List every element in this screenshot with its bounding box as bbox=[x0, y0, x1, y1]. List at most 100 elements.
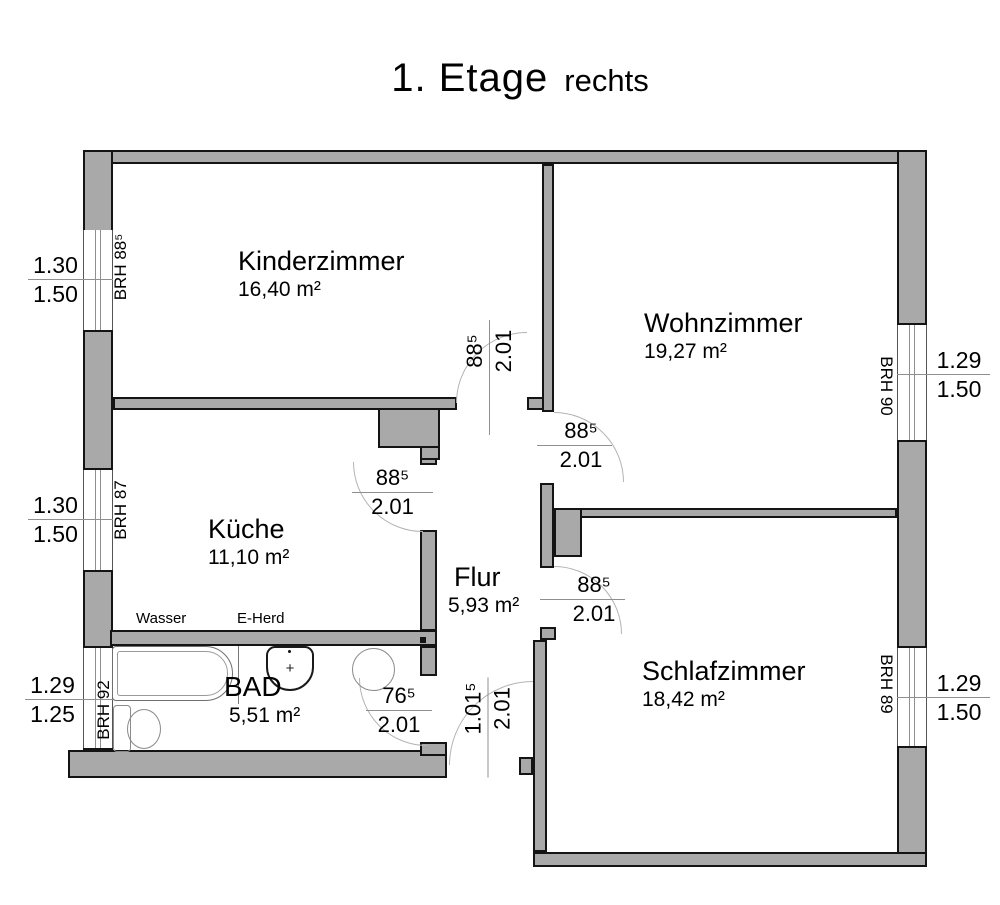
wall-flur-right-seg bbox=[540, 483, 554, 568]
wall-right-c bbox=[897, 746, 927, 867]
room-area: 5,51 m² bbox=[229, 704, 301, 727]
dim-line bbox=[489, 320, 490, 435]
window-pane-line bbox=[909, 325, 911, 440]
window-dim-wohnzimmer: 1.29 1.50 bbox=[897, 348, 990, 401]
room-area: 18,42 m² bbox=[642, 688, 725, 711]
wall-schlaf-tab bbox=[540, 627, 556, 640]
window-pane-line bbox=[99, 470, 101, 570]
room-name: Kinderzimmer bbox=[238, 246, 405, 276]
sink: + bbox=[266, 646, 314, 691]
room-name: Flur bbox=[454, 562, 501, 592]
wall-kinder-wohn bbox=[542, 164, 554, 412]
window-kinderzimmer bbox=[83, 230, 113, 330]
window-pane-line bbox=[95, 648, 97, 748]
dim-line bbox=[897, 374, 990, 375]
window-dim-bad: 1.29 1.25 bbox=[25, 673, 113, 726]
dim-line bbox=[28, 519, 113, 520]
wall-bottom-schlafzimmer bbox=[533, 852, 927, 867]
window-pane-line bbox=[99, 648, 101, 748]
label-eherd: E-Herd bbox=[237, 610, 285, 627]
brh-label-schlafzimmer: BRH 89 bbox=[877, 654, 896, 714]
dim-width: 1.29 bbox=[30, 672, 75, 698]
room-area: 5,93 m² bbox=[448, 594, 520, 617]
room-label-bad: BAD 5,51 m² bbox=[224, 672, 300, 728]
dim-height: 2.01 bbox=[377, 712, 421, 737]
dim-width: 88⁵ bbox=[577, 572, 611, 597]
wall-detail-dot bbox=[420, 637, 426, 643]
dim-line bbox=[897, 697, 990, 698]
bathtub bbox=[112, 646, 233, 701]
dim-width: 76⁵ bbox=[382, 683, 416, 708]
title-suffix: rechts bbox=[564, 63, 649, 98]
room-label-wohnzimmer: Wohnzimmer 19,27 m² bbox=[644, 308, 803, 364]
dim-line bbox=[352, 492, 433, 493]
wall-kueche-right-lower bbox=[420, 530, 437, 631]
dim-height: 2.01 bbox=[559, 447, 603, 472]
dim-line bbox=[25, 699, 113, 700]
brh-label-bad: BRH 92 bbox=[94, 680, 113, 740]
dim-line bbox=[28, 279, 113, 280]
dim-line bbox=[487, 677, 489, 778]
dim-line bbox=[537, 445, 612, 446]
door-dim-schlafzimmer: 88⁵ 2.01 bbox=[540, 573, 625, 626]
room-name: Wohnzimmer bbox=[644, 308, 803, 338]
wall-left-a bbox=[83, 150, 113, 232]
dim-width: 1.29 bbox=[936, 347, 982, 373]
bathtub-rim bbox=[117, 651, 228, 696]
room-label-kinderzimmer: Kinderzimmer 16,40 m² bbox=[238, 246, 405, 302]
wall-bad-right-upper bbox=[420, 646, 437, 676]
brh-label-wohnzimmer: BRH 90 bbox=[877, 356, 896, 416]
dim-width: 1.30 bbox=[33, 492, 78, 518]
room-area: 11,10 m² bbox=[208, 546, 290, 569]
wall-right-b bbox=[897, 440, 927, 648]
wall-bad-top bbox=[110, 630, 437, 646]
room-area: 16,40 m² bbox=[238, 278, 321, 301]
wall-chimney bbox=[378, 408, 440, 448]
dim-height: 2.01 bbox=[491, 329, 516, 373]
dim-width: 1.01⁵ bbox=[460, 682, 486, 735]
window-wohnzimmer bbox=[897, 325, 927, 440]
dim-line bbox=[540, 599, 625, 600]
door-dim-kueche: 88⁵ 2.01 bbox=[352, 466, 433, 519]
door-dim-eingang: 1.01⁵ 2.01 bbox=[460, 677, 515, 778]
wall-kueche-right-upper bbox=[420, 458, 437, 465]
window-pane-line bbox=[913, 325, 915, 440]
sink-drain-icon: + bbox=[285, 660, 295, 677]
dim-width: 88⁵ bbox=[375, 465, 410, 490]
label-wasser: Wasser bbox=[136, 610, 187, 627]
brh-label-kinderzimmer: BRH 88⁵ bbox=[111, 233, 130, 301]
window-dim-kinderzimmer: 1.30 1.50 bbox=[28, 253, 113, 306]
dim-height: 1.50 bbox=[936, 699, 982, 725]
room-label-schlafzimmer: Schlafzimmer 18,42 m² bbox=[642, 656, 806, 712]
dim-height: 1.50 bbox=[33, 281, 78, 307]
window-dim-schlafzimmer: 1.29 1.50 bbox=[897, 671, 990, 724]
room-label-flur: Flur 5,93 m² bbox=[448, 562, 519, 618]
door-dim-kinderzimmer: 88⁵ 2.01 bbox=[462, 320, 516, 435]
wall-bottom-bad bbox=[68, 750, 447, 778]
window-bad bbox=[83, 648, 113, 748]
wall-right-a bbox=[897, 150, 927, 325]
toilet-bowl bbox=[127, 709, 161, 749]
dim-height: 1.50 bbox=[936, 376, 982, 402]
room-name: BAD bbox=[224, 671, 282, 702]
dim-height: 2.01 bbox=[371, 494, 414, 519]
washing-machine bbox=[352, 648, 395, 691]
wall-left-b bbox=[83, 330, 113, 470]
dim-height: 2.01 bbox=[489, 687, 515, 730]
wall-step-block bbox=[554, 508, 582, 557]
room-name: Küche bbox=[208, 514, 285, 544]
bad-partition-line bbox=[238, 646, 239, 704]
dim-width: 1.30 bbox=[33, 252, 78, 278]
room-name: Schlafzimmer bbox=[642, 656, 806, 686]
brh-label-kueche: BRH 87 bbox=[111, 480, 130, 540]
wall-kinderzimmer-bottom bbox=[113, 397, 457, 410]
dim-width: 88⁵ bbox=[462, 334, 487, 368]
wall-top bbox=[83, 150, 927, 164]
dim-line bbox=[366, 710, 432, 711]
wall-schlaf-left bbox=[533, 640, 547, 852]
wall-wohn-schlaf bbox=[554, 508, 897, 518]
dim-width: 1.29 bbox=[936, 670, 982, 696]
window-kueche bbox=[83, 470, 113, 570]
door-dim-wohnzimmer: 88⁵ 2.01 bbox=[537, 419, 612, 472]
